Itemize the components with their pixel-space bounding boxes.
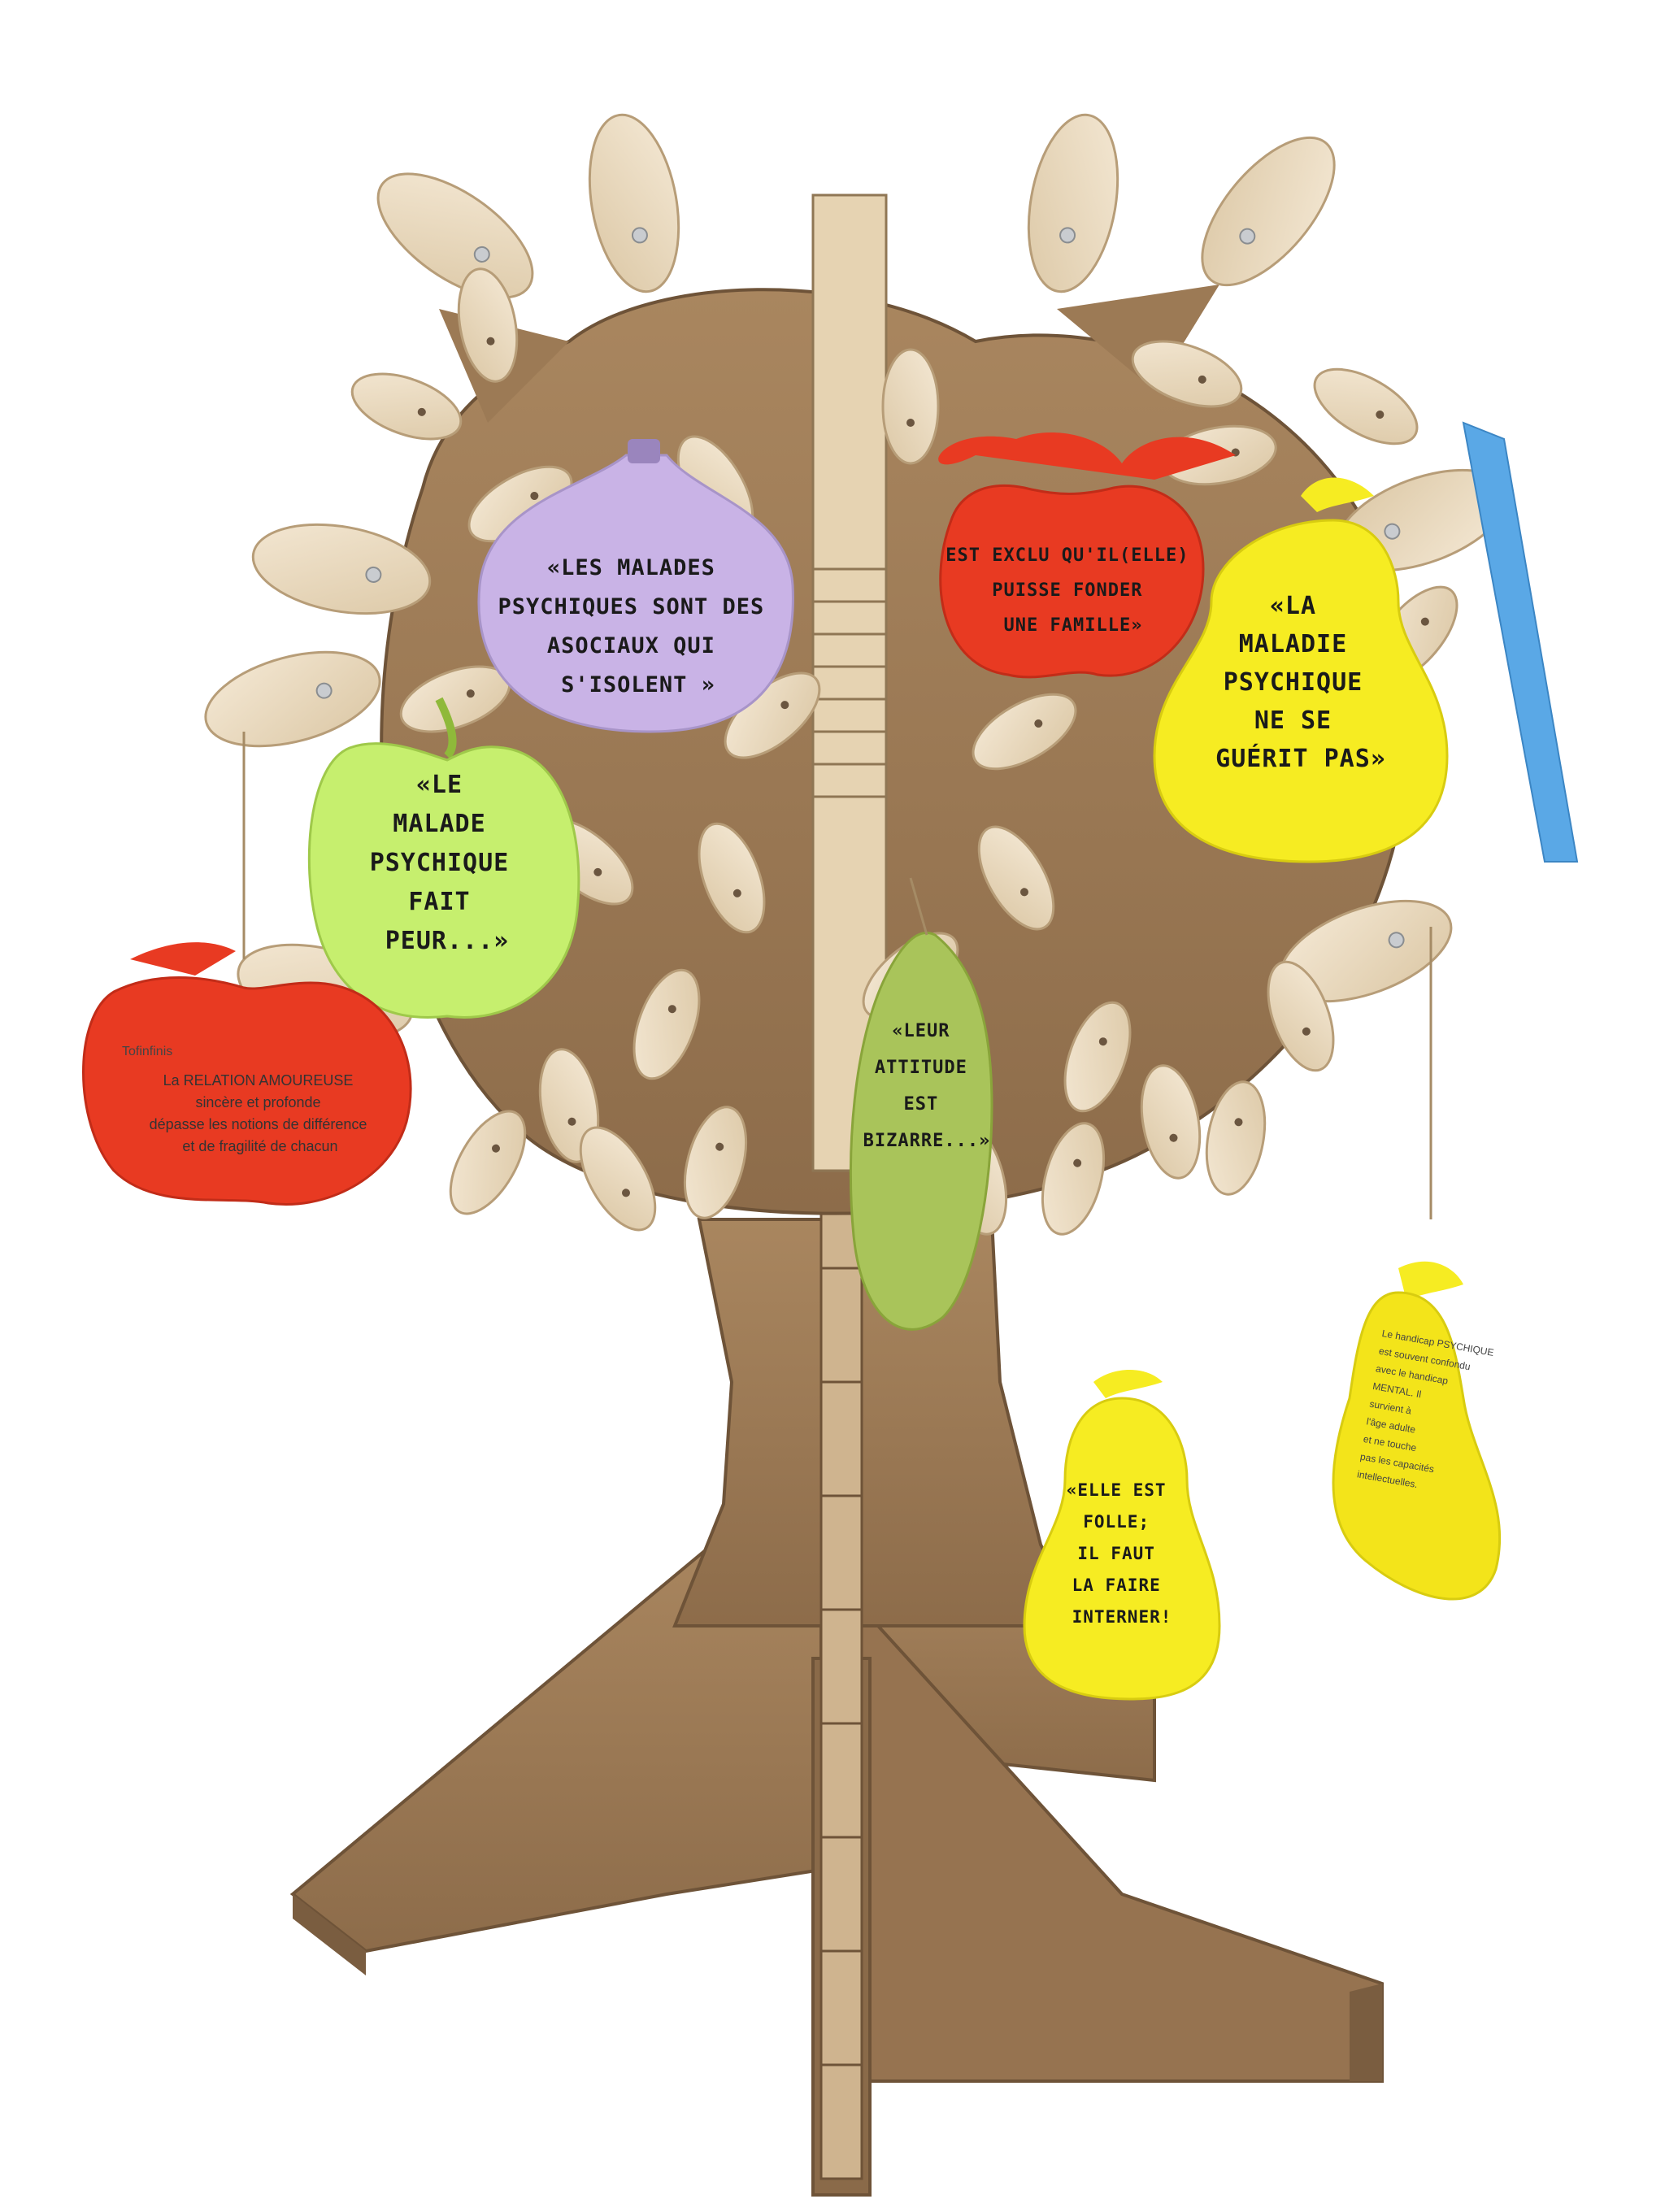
fig-olive-line-3: EST [904,1094,939,1115]
apple-red-left-line-3: dépasse les notions de différence [150,1116,367,1132]
apple-green-line-4: FAIT [408,888,470,916]
pear-hanging-line-5: INTERNER! [1072,1607,1172,1627]
fruit-pear-yellow-hanging: «ELLE EST FOLLE; IL FAUT LA FAIRE INTERN… [1023,1370,1221,1701]
pear-yellow-right-line-2: MALADIE [1239,630,1347,658]
fruit-apple-red-top: EST EXCLU QU'IL(ELLE) PUISSE FONDER UNE … [938,432,1236,679]
pear-yellow-right-line-5: GUÉRIT PAS» [1215,744,1386,773]
apple-red-left-line-1: La RELATION AMOUREUSE [163,1072,354,1089]
svg-text:«LE MALADE PSYCHIQ: «LE MALADE PSYCHIQUE FAIT PEUR...» [370,771,525,955]
blue-ribbon [1462,421,1579,863]
svg-text:«LA MALADIE PSYCHI: «LA MALADIE PSYCHIQUE NE SE GUÉRIT PAS» [1215,592,1386,773]
svg-text:«LEUR ATTITUDE EST: «LEUR ATTITUDE EST BIZARRE...» [863,1021,991,1151]
fig-purple-line-4: S'ISOLENT » [561,672,715,697]
fruit-apple-red-left: Tofinfinis La RELATION AMOUREUSE sincère… [82,942,412,1206]
tree-trunk [672,1153,1085,2180]
svg-text:«LES MALADES PSYCHIQUES: «LES MALADES PSYCHIQUES SONT DES ASOCIAU… [498,555,778,697]
fruit-pear-yellow-far-right: Le handicap PSYCHIQUE est souvent confon… [1332,1261,1502,1601]
hanging-strings [242,732,1432,1219]
pear-hanging-line-3: IL FAUT [1077,1544,1155,1563]
pear-hanging-line-1: «ELLE EST [1067,1480,1167,1500]
apple-red-left-line-4: et de fragilité de chacun [182,1138,337,1154]
apple-green-line-5: PEUR...» [385,927,510,955]
pear-yellow-right-line-1: «LA [1270,592,1316,620]
fruit-fig-olive: «LEUR ATTITUDE EST BIZARRE...» [849,932,993,1331]
svg-text:EST EXCLU QU'IL(ELLE) PU: EST EXCLU QU'IL(ELLE) PUISSE FONDER UNE … [946,545,1200,636]
pear-yellow-right-line-3: PSYCHIQUE [1224,668,1363,697]
svg-text:«ELLE EST FOLLE; I: «ELLE EST FOLLE; IL FAUT LA FAIRE INTERN… [1067,1480,1177,1627]
apple-red-left-heading: Tofinfinis [122,1045,172,1058]
pear-hanging-line-4: LA FAIRE [1072,1575,1161,1595]
fig-olive-line-1: «LEUR [892,1021,950,1041]
fig-purple-line-3: ASOCIAUX QUI [547,633,715,658]
fruit-fig-purple: «LES MALADES PSYCHIQUES SONT DES ASOCIAU… [477,439,794,733]
tree-base [289,1527,1384,2197]
apple-green-line-1: «LE [416,771,463,799]
fig-olive-line-2: ATTITUDE [875,1058,967,1078]
fruit-pear-yellow-right: «LA MALADIE PSYCHIQUE NE SE GUÉRIT PAS» [1153,477,1449,863]
apple-green-line-2: MALADE [393,810,485,838]
apple-red-top-line-2: PUISSE FONDER [992,580,1142,601]
apple-red-top-line-1: EST EXCLU QU'IL(ELLE) [946,545,1189,566]
fig-purple-line-2: PSYCHIQUES SONT DES [498,594,764,619]
apple-red-top-line-3: UNE FAMILLE» [1004,615,1143,636]
apple-green-line-3: PSYCHIQUE [370,849,510,877]
apple-red-left-line-2: sincère et profonde [195,1094,320,1110]
fig-purple-line-1: «LES MALADES [547,555,715,580]
fig-olive-line-4: BIZARRE...» [863,1131,991,1151]
pear-hanging-line-2: FOLLE; [1083,1512,1150,1532]
svg-text:La RELATION AMOUREUSE si: La RELATION AMOUREUSE sincère et profond… [150,1072,372,1154]
pear-yellow-right-line-4: NE SE [1254,706,1332,735]
fruit-apple-green: «LE MALADE PSYCHIQUE FAIT PEUR...» [307,697,580,1019]
